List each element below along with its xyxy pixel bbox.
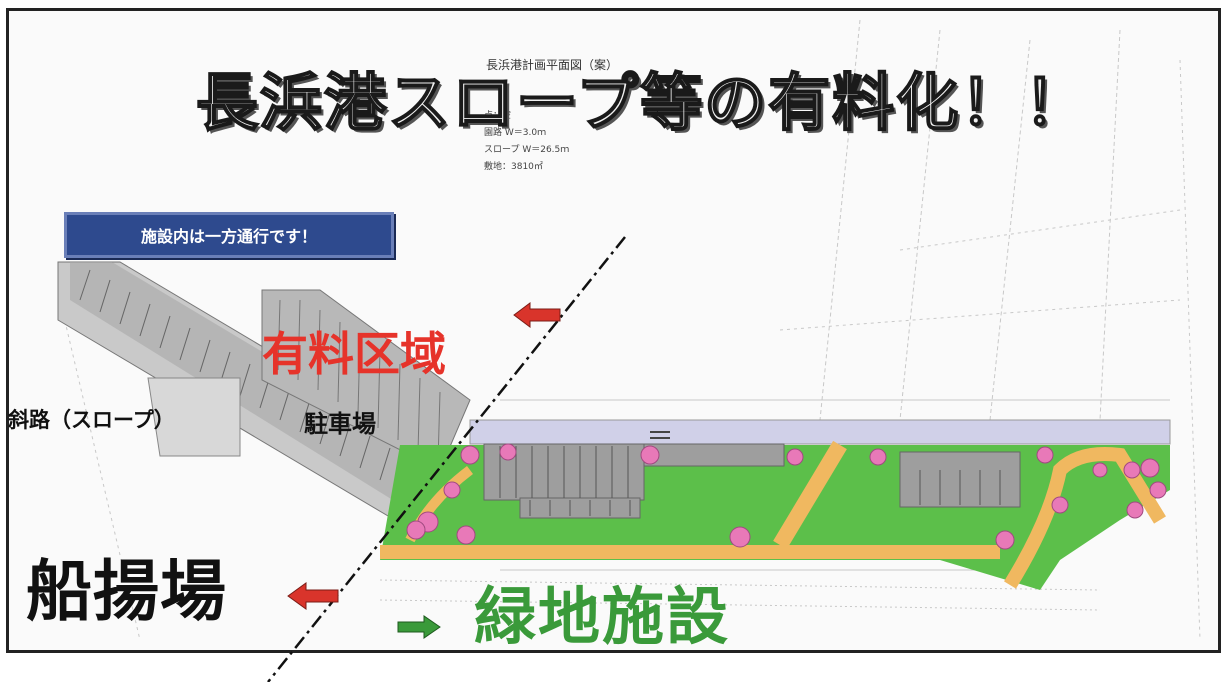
one-way-sign: 施設内は一方通行です！ — [64, 212, 394, 258]
paid-parking-block — [261, 289, 471, 471]
note-line: スロープ W＝26.5ｍ — [484, 145, 570, 155]
note-line: 園路 W＝3.0ｍ — [484, 128, 547, 138]
plan-notes: 点：空 園路 W＝3.0ｍ スロープ W＝26.5ｍ 敷地：3810㎡ — [484, 108, 569, 176]
parking-label: 駐車場 — [304, 410, 376, 438]
note-line: 点：空 — [484, 111, 512, 121]
paid-area-label: 有料区域 — [262, 327, 446, 381]
arrow-paid-icon — [513, 302, 561, 328]
trees — [406, 443, 1167, 550]
road — [469, 419, 1171, 445]
green-area — [380, 431, 1170, 590]
slope-label: 斜路（スロープ） — [8, 408, 175, 432]
arrow-boat-icon — [287, 582, 339, 610]
arrow-green-icon — [397, 615, 441, 639]
survey-lines — [59, 19, 1201, 641]
green-facility-label: 緑地施設 — [474, 580, 731, 653]
boat-yard-label: 船揚場 — [26, 553, 227, 630]
note-line: 敷地：3810㎡ — [484, 162, 543, 172]
plan-title: 長浜港計画平面図（案） — [486, 58, 619, 72]
page-title: 長浜港スロープ等の有料化！！ — [195, 65, 1089, 140]
